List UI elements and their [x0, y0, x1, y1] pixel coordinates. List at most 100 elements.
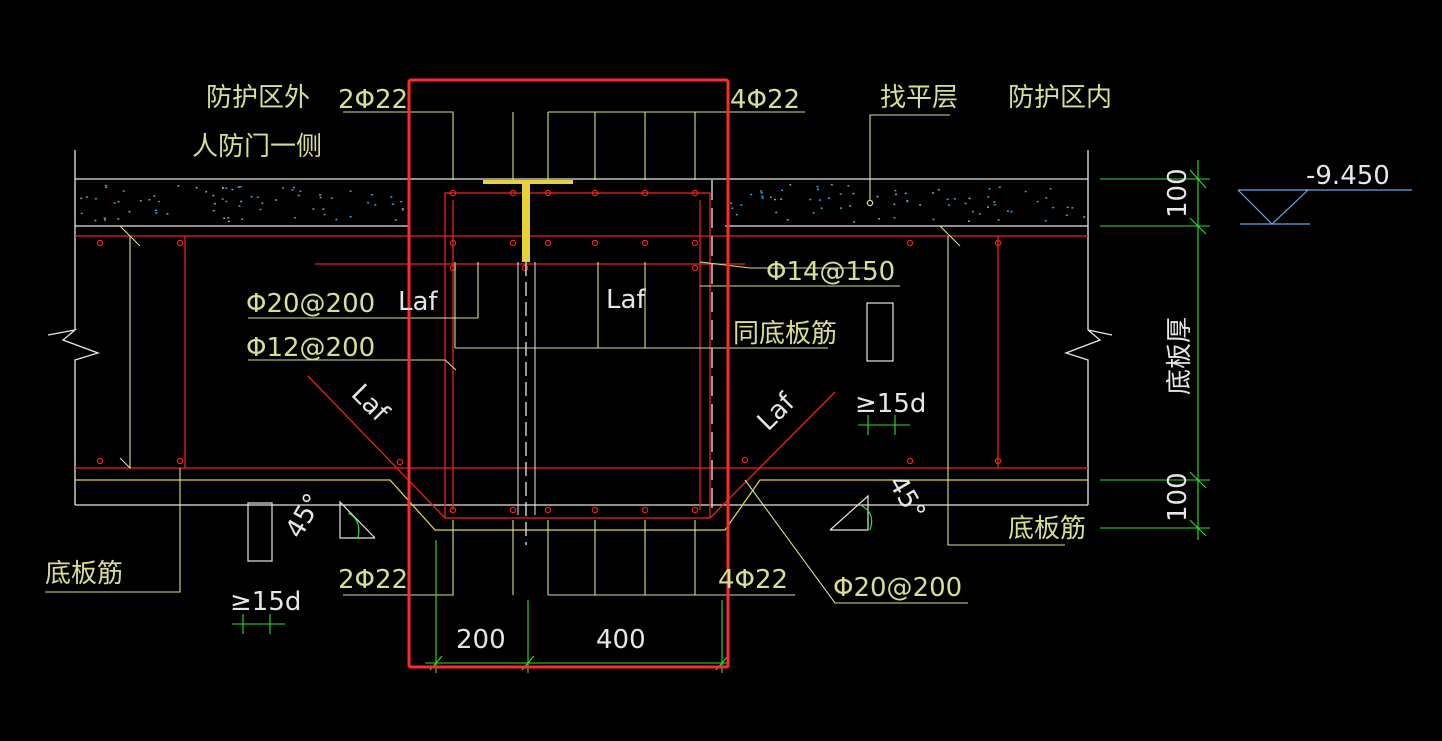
hatch-dot — [349, 190, 352, 192]
hatch-dot — [259, 208, 262, 211]
hatch-dot — [349, 216, 352, 218]
hatch-dot — [221, 198, 224, 200]
hatch-dot — [238, 205, 241, 207]
rebar-dot — [994, 239, 1002, 247]
label-laf-3: Laf — [345, 379, 395, 429]
label-outside-zone: 防护区外 — [206, 83, 310, 113]
hatch-dot — [261, 202, 264, 204]
hatch-dot — [330, 197, 333, 199]
hatch-dot — [367, 201, 370, 204]
hatch-dot — [849, 205, 852, 207]
hatch-dot — [225, 200, 228, 203]
hatch-dot — [371, 194, 374, 196]
label-slab-rebar-right: 底板筋 — [1008, 514, 1086, 544]
hatch-dot — [155, 212, 158, 214]
hatch-dot — [1066, 206, 1069, 209]
hatch-dot — [987, 196, 990, 198]
rebar-dot — [396, 458, 404, 466]
hatch-dot — [153, 195, 156, 197]
elevation-symbol — [1237, 189, 1412, 225]
hatch-dot — [816, 185, 819, 188]
label-left-bars-2: Φ12@200 — [246, 333, 375, 363]
hatch-dot — [919, 204, 922, 206]
hatch-dot — [394, 219, 397, 221]
dimension-lines — [425, 160, 1210, 673]
label-top-right-bars: 4Φ22 — [730, 85, 800, 115]
rebar-dot — [96, 239, 104, 247]
hatch-dot — [895, 193, 897, 196]
hatch-dot — [812, 212, 815, 214]
hatch-dot — [122, 190, 125, 192]
hatch-dot — [225, 187, 228, 189]
cushion-line — [75, 479, 1088, 531]
label-elevation: -9.450 — [1306, 161, 1390, 191]
rebar-dot — [509, 189, 517, 197]
hatch-dot — [786, 219, 789, 221]
hatch-dot — [731, 207, 734, 209]
hatch-dot — [998, 186, 1001, 188]
rebar-dot — [591, 189, 599, 197]
rebar-dot — [691, 189, 699, 197]
rebar-dot — [449, 264, 457, 272]
hatch-dot — [817, 188, 820, 191]
hatch-dot — [282, 187, 284, 189]
hatch-dot — [839, 193, 842, 195]
hatch-dot — [213, 202, 216, 205]
label-angle-left: 45° — [280, 489, 329, 544]
hatch-dot — [275, 199, 278, 201]
hatch-dot — [94, 198, 97, 200]
hatch-dot — [809, 198, 812, 201]
slab-outline — [74, 150, 1089, 506]
hatch-dot — [391, 203, 394, 205]
hatch-dot — [319, 196, 322, 199]
hatch-dot — [223, 217, 226, 219]
hatch-dot — [154, 209, 157, 211]
rebar-dot — [994, 457, 1002, 465]
rebar-dot — [544, 189, 552, 197]
hatch-dot — [374, 204, 377, 206]
hatch-dot — [750, 193, 753, 196]
hatch-dot — [893, 216, 896, 219]
hatch-dot — [789, 184, 792, 186]
hatch-dot — [775, 211, 778, 214]
hatch-dot — [840, 207, 842, 209]
hatch-dot — [113, 202, 116, 204]
hatch-dot — [1006, 210, 1009, 212]
hatch-dot — [932, 192, 935, 194]
rebar-dot — [641, 189, 649, 197]
rebar-dots — [96, 189, 1002, 514]
label-anchorage-left: ≥15d — [230, 587, 301, 617]
label-slab-thickness: 底板厚 — [1165, 317, 1195, 395]
highlight-box[interactable] — [407, 78, 730, 669]
hatch-dot — [237, 186, 240, 188]
hatch-dot — [847, 185, 850, 187]
hatch-dot — [256, 196, 259, 199]
hatch-dot — [730, 202, 732, 204]
hatch-dot — [103, 217, 106, 219]
rebar-dot — [691, 239, 699, 247]
rebar-dot — [96, 457, 104, 465]
hatch-dot — [85, 196, 88, 198]
hatch-dot — [139, 199, 142, 202]
hatch-dot — [148, 199, 151, 201]
hatch-dot — [946, 198, 949, 201]
rebar-dot — [449, 239, 457, 247]
label-laf-4: Laf — [752, 387, 802, 437]
rebar-dot — [906, 239, 914, 247]
label-bottom-left-bars: 2Φ22 — [338, 565, 408, 595]
hatch-dot — [319, 194, 322, 196]
hatch-dot — [770, 196, 772, 198]
label-left-bars-1: Φ20@200 — [246, 289, 375, 319]
hatch-dot — [876, 195, 879, 198]
hatch-dot — [906, 199, 909, 202]
angle-symbols — [339, 494, 869, 539]
hatch-dot — [740, 204, 743, 206]
hatch-dot — [878, 218, 881, 220]
label-bottom-right-bars: 4Φ22 — [718, 565, 788, 595]
hatch-dot — [1052, 206, 1055, 209]
hatch-dot — [993, 201, 996, 203]
hatch-dot — [830, 184, 833, 186]
rebar-dot — [641, 239, 649, 247]
label-slab-rebar-left: 底板筋 — [45, 559, 123, 589]
